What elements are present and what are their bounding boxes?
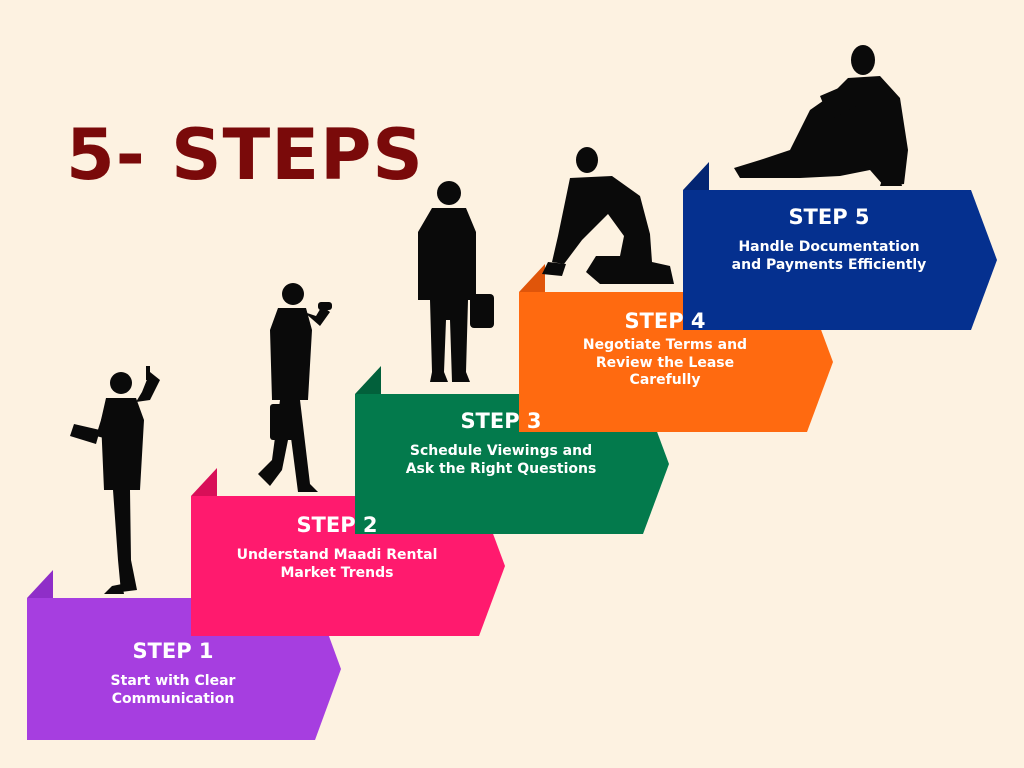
- step-2-text: STEP 2 Understand Maadi Rental Market Tr…: [192, 513, 482, 582]
- man-on-phone-reading-icon: [70, 366, 160, 594]
- man-sitting-icon: [734, 45, 908, 186]
- step-4-flap: [519, 264, 545, 292]
- step-3-text: STEP 3 Schedule Viewings and Ask the Rig…: [356, 409, 646, 478]
- step-1-text: STEP 1 Start with Clear Communication: [28, 639, 318, 708]
- step-5-description: Handle Documentation and Payments Effici…: [731, 239, 927, 273]
- step-2-flap: [191, 468, 217, 496]
- step-4-description: Negotiate Terms and Review the Lease Car…: [582, 337, 748, 389]
- step-4-label: STEP 4: [624, 309, 706, 333]
- step-1-label: STEP 1: [132, 639, 214, 663]
- step-5-arrow-body: [683, 190, 997, 330]
- step-3-label: STEP 3: [460, 409, 542, 433]
- step-2-description: Understand Maadi Rental Market Trends: [236, 547, 438, 581]
- step-3-flap: [355, 366, 381, 394]
- step-3-description: Schedule Viewings and Ask the Right Ques…: [405, 443, 597, 477]
- page-title: 5- STEPS: [66, 114, 424, 196]
- step-5-arrow: [683, 162, 997, 330]
- man-kneeling-icon: [542, 147, 674, 284]
- man-walking-with-briefcase-icon: [258, 283, 332, 492]
- step-2-label: STEP 2: [296, 513, 378, 537]
- step-5-text: STEP 5 Handle Documentation and Payments…: [684, 205, 974, 274]
- man-standing-with-bag-icon: [418, 181, 494, 382]
- step-1-flap: [27, 570, 53, 598]
- step-5-label: STEP 5: [788, 205, 870, 229]
- step-4-text: STEP 4 Negotiate Terms and Review the Le…: [520, 309, 810, 390]
- step-1-description: Start with Clear Communication: [110, 673, 236, 707]
- step-5-flap: [683, 162, 709, 190]
